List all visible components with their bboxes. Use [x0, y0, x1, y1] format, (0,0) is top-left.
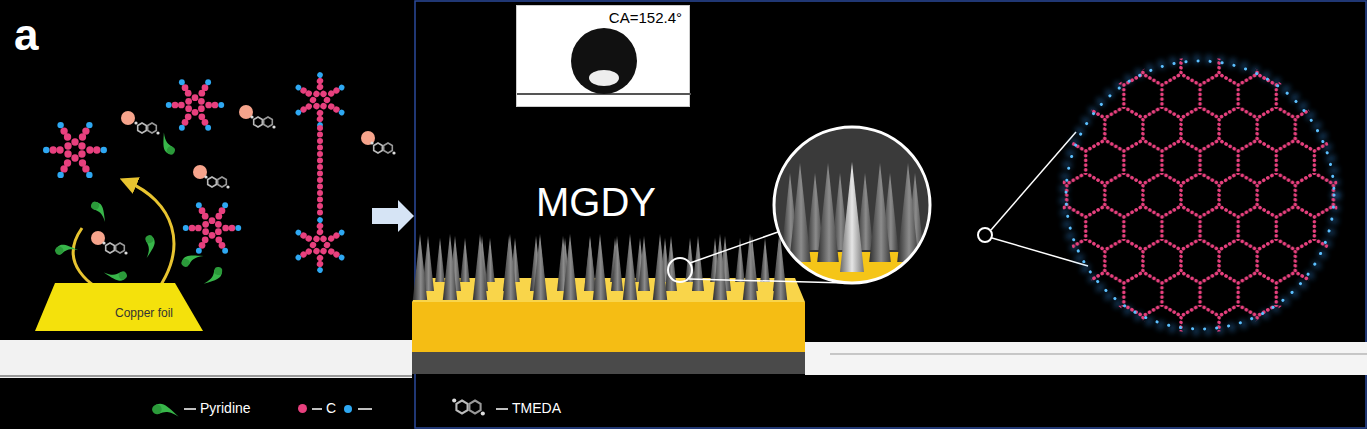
- legend-text: Pyridine: [200, 400, 251, 416]
- legend-text: TMEDA: [512, 400, 561, 416]
- magnified-cones: [770, 120, 940, 292]
- water-droplet: [571, 28, 637, 94]
- pyridine-drops: [54, 133, 223, 287]
- monomer-molecules: [43, 65, 356, 280]
- panel-letter: a: [14, 10, 38, 60]
- graphdiyne-network: [1060, 55, 1340, 335]
- contact-angle-inset: CA=152.4°: [516, 5, 690, 107]
- material-name: MGDY: [536, 180, 656, 225]
- legend-icons: [151, 398, 508, 424]
- foil-sheet: [35, 283, 203, 331]
- cone-array: [413, 234, 787, 300]
- legend-swatch: [298, 404, 307, 413]
- legend-text: C: [326, 400, 336, 416]
- droplet-highlight: [589, 70, 619, 86]
- magnifier-circle: [774, 127, 930, 283]
- node-text: Copper foil: [115, 306, 173, 320]
- process-arrow: [372, 200, 414, 232]
- copper-ions: [91, 105, 396, 255]
- yellow-arrows: [73, 182, 174, 300]
- copper-foil: Copper foil: [35, 283, 203, 331]
- node-text: CA=152.4°: [609, 9, 682, 26]
